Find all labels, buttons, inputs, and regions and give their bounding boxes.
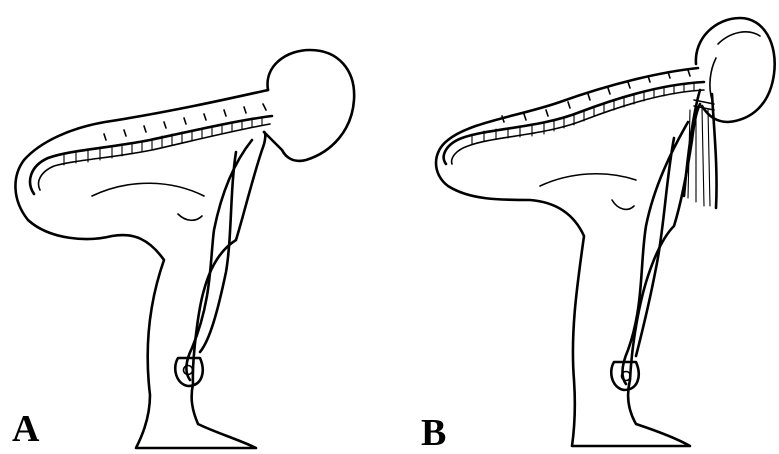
figure-a-hand — [175, 358, 202, 386]
figure-b-thigh-fold — [540, 174, 636, 210]
panel-label-a: A — [12, 410, 39, 448]
figure-b-hairline — [710, 32, 760, 100]
figure-b — [436, 18, 775, 446]
figure-b-spine-inner — [452, 90, 704, 164]
figure-a — [15, 50, 354, 448]
figure-a-head — [264, 50, 354, 161]
figure-b-vertebrae — [472, 83, 694, 144]
figure-b-ponytail-strands — [688, 108, 710, 206]
panel-label-b: B — [421, 414, 446, 452]
figure-b-hand — [611, 362, 638, 390]
figure-a-thigh-fold — [92, 183, 204, 220]
